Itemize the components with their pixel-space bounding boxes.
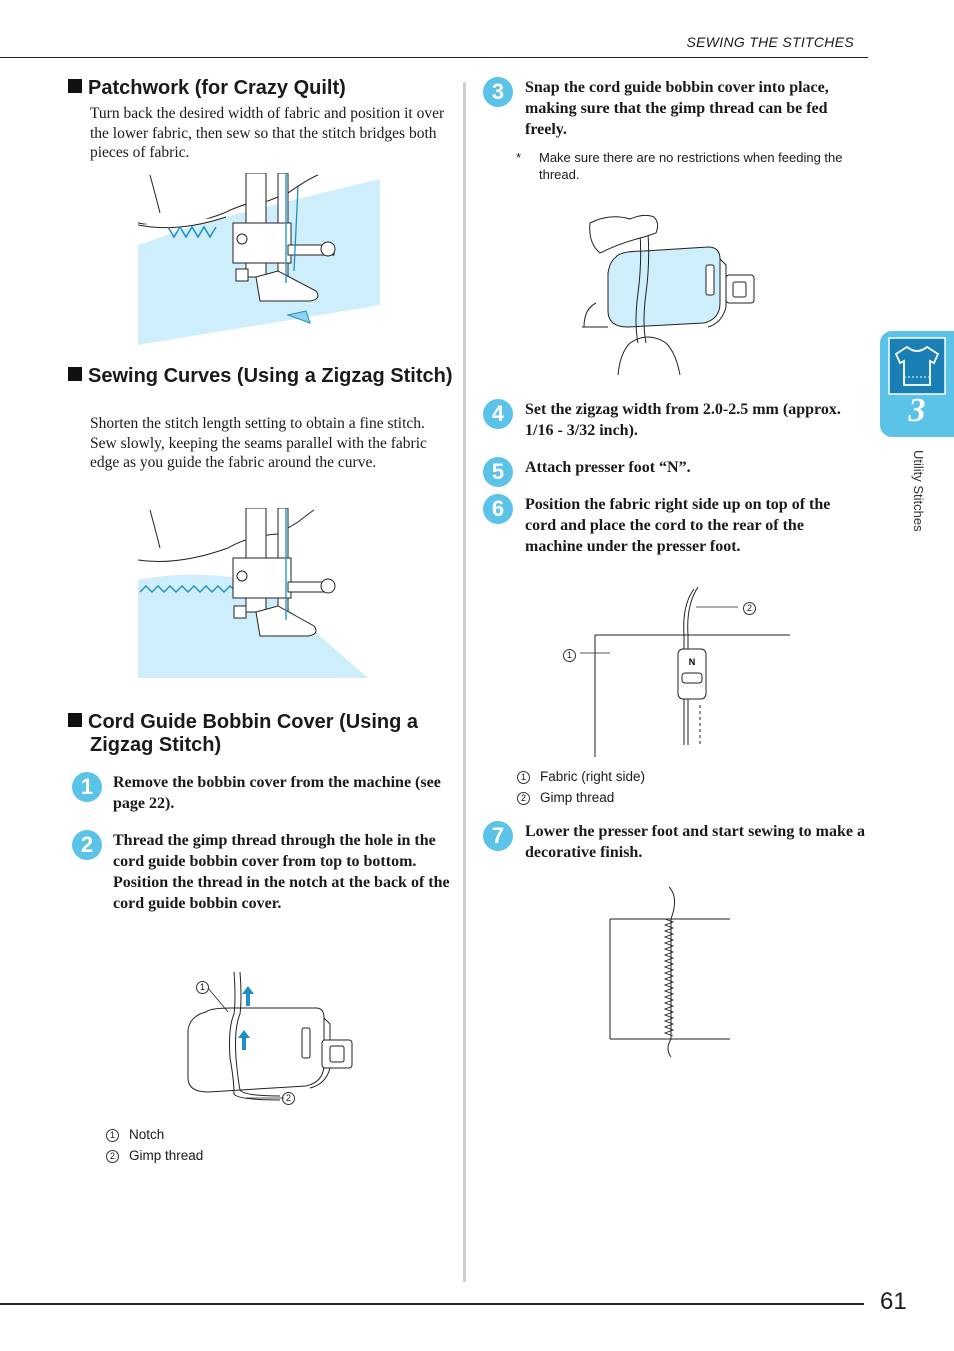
heading-bullet [68,367,82,381]
step-7-text: Lower the presser foot and start sewing … [525,823,865,861]
heading-sewing-curves: Sewing Curves (Using a Zigzag Stitch) [68,365,480,388]
patchwork-body: Turn back the desired width of fabric an… [90,105,445,161]
patchwork-illustration [138,173,380,345]
bobbin-cover-illustration [187,971,353,1101]
column-divider [463,82,466,1282]
heading-bullet [68,79,82,93]
note-text: Make sure there are no restrictions when… [539,150,843,182]
step-5-icon: 5 [483,457,513,487]
snap-cover-illustration [582,214,755,376]
bottom-rule [0,1303,864,1305]
heading-bullet [68,713,82,727]
chapter-number: 3 [908,392,926,429]
callout-notch: 1 [196,979,219,994]
note-mark: * [516,150,522,165]
heading-cord-guide: Cord Guide Bobbin Cover (Using a Zigzag … [68,711,480,757]
top-rule [0,57,868,58]
step-3-icon: 3 [483,77,513,107]
heading-patchwork: Patchwork (for Crazy Quilt) [68,77,458,100]
shirt-icon [888,337,946,395]
step-1-icon: 1 [72,772,102,802]
curves-illustration [138,508,368,678]
step-2-icon: 2 [72,830,102,860]
foot-letter: N [689,657,696,667]
page-number: 61 [880,1288,907,1315]
step-4-text: Set the zigzag width from 2.0-2.5 mm (ap… [525,401,841,439]
step-2-text: Thread the gimp thread through the hole … [113,832,450,912]
callout-fabric: 1 [563,647,586,662]
step-1-text: Remove the bobbin cover from the machine… [113,774,441,812]
step-5-text: Attach presser foot “N”. [525,459,691,476]
chapter-label: Utility Stitches [911,450,926,532]
callout-gimp-thread: 2 [282,1090,305,1105]
step-6-icon: 6 [483,494,513,524]
step-4-icon: 4 [483,399,513,429]
decorative-finish-diagram [609,886,730,1058]
step-3-text: Snap the cord guide bobbin cover into pl… [525,79,829,138]
presser-foot-diagram: N [580,586,790,757]
running-head: SEWING THE STITCHES [686,34,854,50]
callout-gimp-thread: 2 [743,600,766,615]
step-7-icon: 7 [483,821,513,851]
step-6-text: Position the fabric right side up on top… [525,496,831,555]
curves-body: Shorten the stitch length setting to obt… [90,415,427,471]
